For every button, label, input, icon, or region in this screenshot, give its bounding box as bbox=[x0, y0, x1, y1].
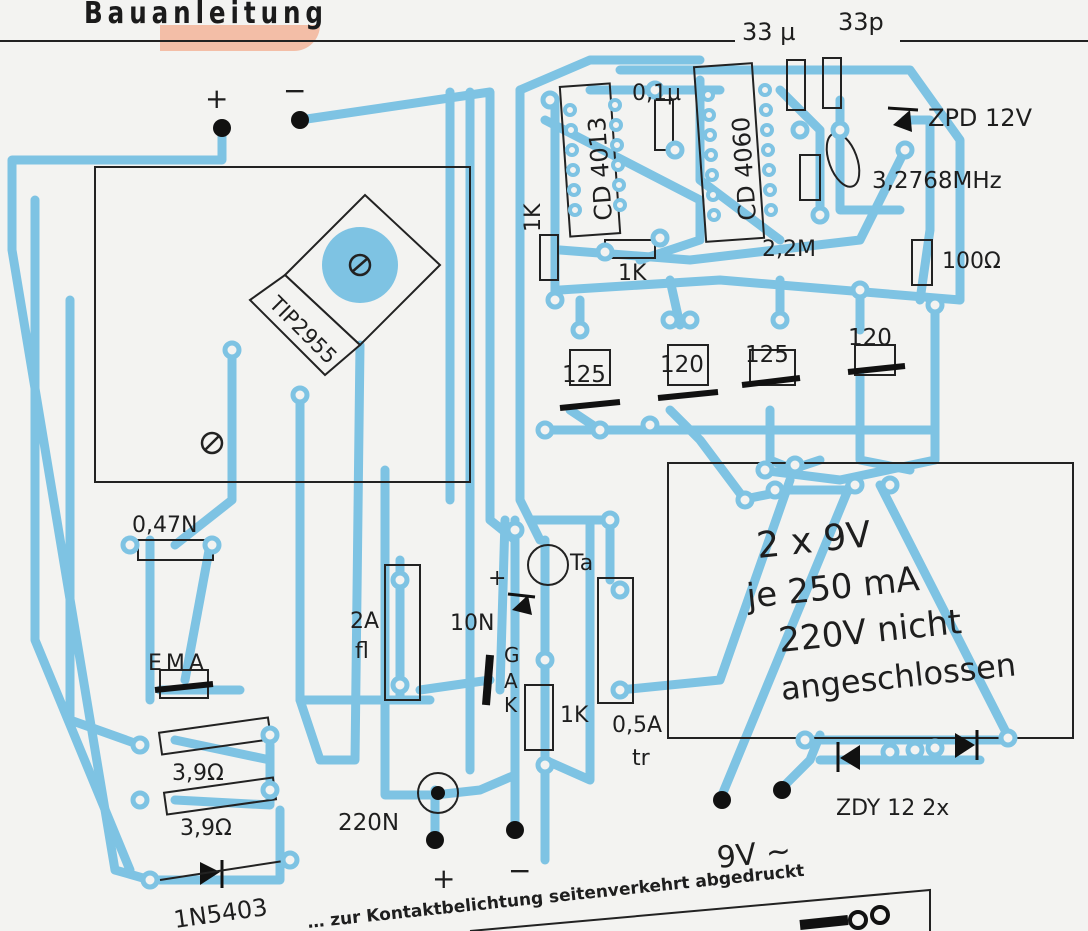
label-resistor-120a: 120 bbox=[660, 352, 704, 378]
fuse-05a-outline bbox=[597, 577, 634, 704]
terminal-ac-b bbox=[773, 781, 791, 799]
ic-pin-pads bbox=[563, 83, 778, 222]
screw-hole-lower-icon bbox=[200, 431, 224, 455]
diode-10n bbox=[507, 592, 536, 615]
terminal-ac-a bbox=[713, 791, 731, 809]
label-plus-bottom: + bbox=[432, 862, 455, 895]
resistor-120b-bar bbox=[847, 363, 906, 375]
label-resistor-100: 100Ω bbox=[942, 249, 1001, 274]
label-cap-220n: 220N bbox=[338, 810, 399, 836]
label-gate-k: K bbox=[504, 693, 518, 717]
zener-zdy-left bbox=[836, 742, 860, 772]
header-rule-right bbox=[900, 40, 1088, 42]
transistor-tip2955 bbox=[248, 193, 442, 377]
label-ema: EMA bbox=[148, 651, 208, 676]
resistor-125b-bar bbox=[741, 375, 801, 388]
header-accent bbox=[160, 25, 320, 51]
capacitor-220n-center bbox=[431, 786, 445, 800]
fuse-2a-outline bbox=[384, 564, 421, 701]
resistor-120b-outline bbox=[854, 344, 896, 376]
label-ac-9v: 9V ~ bbox=[715, 833, 793, 876]
button-ta-outline bbox=[527, 544, 569, 586]
label-resistor-1k-horizontal: 1K bbox=[618, 261, 647, 286]
capacitor-01u-outline bbox=[654, 99, 674, 151]
copper-traces bbox=[7, 55, 1015, 885]
label-resistor-39b: 3,9Ω bbox=[180, 816, 232, 841]
terminal-plus-top bbox=[213, 119, 231, 137]
label-zpd: ZPD 12V bbox=[928, 104, 1033, 132]
next-board-fragment bbox=[469, 888, 931, 931]
terminal-pads bbox=[213, 111, 791, 849]
zener-zdy-right bbox=[955, 730, 979, 760]
label-fuse-2a-type: fl bbox=[355, 639, 369, 664]
screw-hole-icon bbox=[348, 253, 372, 277]
label-minus-top: − bbox=[283, 74, 306, 107]
label-resistor-120b: 120 bbox=[848, 325, 892, 351]
heatsink-outline bbox=[94, 166, 471, 483]
label-plus-mid: + bbox=[488, 566, 506, 591]
label-cap-047n: 0,47N bbox=[132, 513, 197, 538]
diode-1n5403 bbox=[159, 859, 291, 888]
thyristor-bar bbox=[482, 654, 494, 706]
label-minus-bottom: − bbox=[508, 854, 531, 887]
terminal-minus-top bbox=[291, 111, 309, 129]
label-zdy: ZDY 12 2x bbox=[836, 796, 949, 821]
resistor-2-2m-outline bbox=[799, 154, 821, 201]
header-rule bbox=[0, 40, 735, 42]
resistor-125a-outline bbox=[569, 349, 611, 386]
label-cap-33p: 33p bbox=[838, 8, 884, 36]
capacitor-33p-outline bbox=[822, 57, 842, 109]
label-gate-g: G bbox=[504, 643, 520, 667]
resistor-125b-outline bbox=[749, 349, 796, 386]
label-diode-1n5403: 1N5403 bbox=[172, 893, 269, 931]
label-plus-top: + bbox=[205, 82, 228, 115]
label-ta: Ta bbox=[569, 551, 593, 576]
zener-zpd-12v bbox=[887, 106, 919, 132]
label-resistor-1k-low: 1K bbox=[560, 703, 589, 728]
label-resistor-2-2m: 2,2M bbox=[762, 237, 816, 262]
label-fuse-05a: 0,5A bbox=[612, 713, 662, 738]
label-fuse-05a-type: tr bbox=[632, 746, 651, 771]
resistor-125a-bar bbox=[559, 399, 621, 411]
resistor-100-outline bbox=[911, 239, 933, 286]
ic-cd4060 bbox=[692, 62, 766, 243]
capacitor-33u-outline bbox=[786, 59, 806, 111]
ic-cd4013 bbox=[558, 82, 622, 238]
transformer-outline bbox=[667, 462, 1074, 739]
label-resistor-39a: 3,9Ω bbox=[172, 761, 224, 786]
label-cap-33u: 33 µ bbox=[742, 18, 795, 46]
resistor-1k-vertical-outline bbox=[539, 234, 559, 281]
solder-pads bbox=[120, 80, 1018, 890]
terminal-plus-bottom bbox=[426, 831, 444, 849]
page-title: Bauanleitung bbox=[84, 0, 328, 31]
resistor-120a-outline bbox=[667, 344, 709, 386]
label-crystal: 3,2768MHz bbox=[872, 168, 1002, 194]
label-cap-10n: 10N bbox=[450, 611, 494, 636]
resistor-120a-bar bbox=[657, 389, 719, 401]
label-gate-a: A bbox=[504, 669, 518, 693]
resistor-1k-low-outline bbox=[524, 684, 554, 751]
label-fuse-2a: 2A bbox=[350, 609, 379, 634]
caption-text: … zur Kontaktbelichtung seitenverkehrt a… bbox=[306, 861, 805, 931]
label-cap-01u: 0,1µ bbox=[632, 81, 681, 106]
label-resistor-125b: 125 bbox=[745, 342, 789, 368]
ema-bar bbox=[154, 681, 214, 693]
capacitor-220n-outline bbox=[417, 772, 459, 814]
label-resistor-1k-vertical: 1K bbox=[521, 203, 546, 232]
label-resistor-125a: 125 bbox=[562, 362, 606, 388]
terminal-minus-bottom bbox=[506, 821, 524, 839]
